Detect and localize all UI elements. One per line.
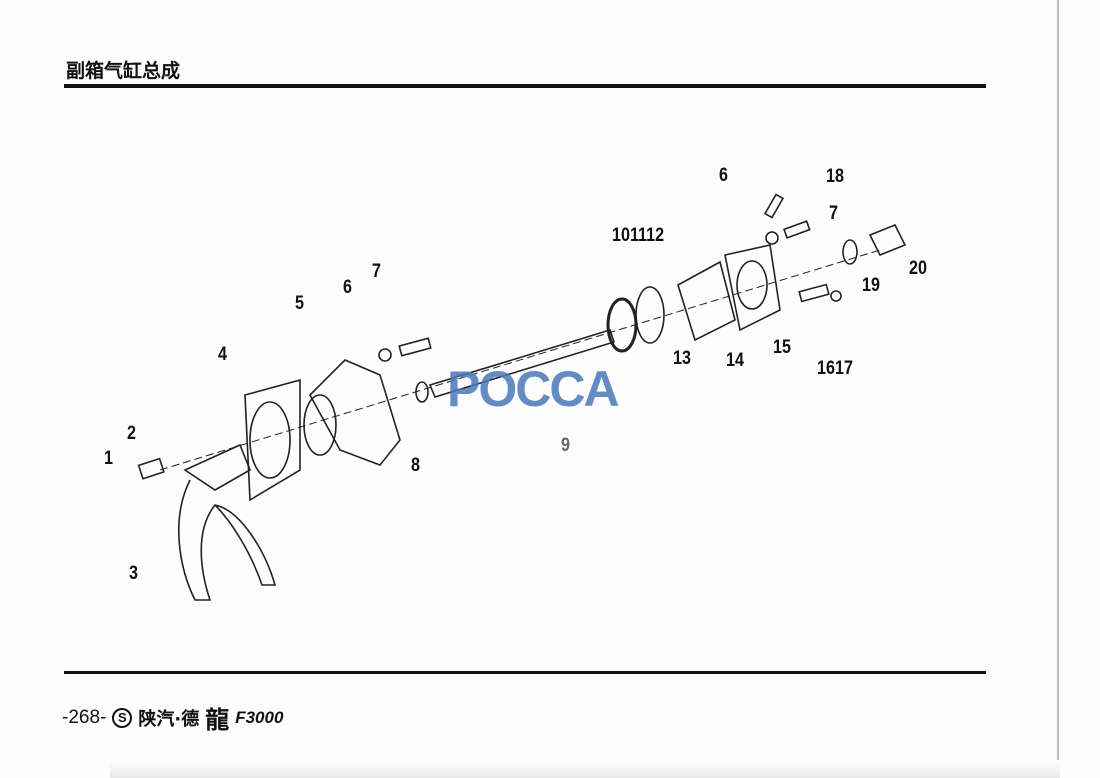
callout-label: 7 (829, 203, 838, 224)
page-edge (1057, 0, 1059, 778)
part-7-bolt (398, 337, 432, 357)
part-9-piston-rod (428, 329, 616, 398)
footer-divider (64, 671, 986, 674)
part-3-shift-fork (178, 443, 277, 601)
part-13-14-gasket-plate (677, 260, 736, 342)
model-name: F3000 (235, 707, 284, 727)
part-15-cover (724, 244, 781, 332)
part-6-washer-upper (765, 231, 779, 245)
callout-label: 6 (343, 277, 352, 298)
assembly-axis-line (159, 249, 881, 471)
callout-label: 19 (862, 275, 880, 296)
part-7-bolt-upper (782, 220, 811, 239)
callout-label: 18 (826, 166, 844, 187)
part-20-valve (868, 223, 907, 257)
header-divider (64, 84, 986, 88)
brand-name: 陕汽·德 (138, 708, 200, 730)
part-8-oring (415, 381, 429, 403)
callout-label: 20 (909, 258, 927, 279)
part-6-washer (378, 348, 392, 362)
part-18-fitting (763, 193, 785, 219)
page-number: -268- (62, 706, 107, 728)
part-1-bolt (137, 457, 165, 480)
callout-label: 9 (561, 435, 570, 456)
callout-label: 6 (719, 165, 728, 186)
callout-label: 15 (773, 337, 791, 358)
callout-label: 7 (372, 261, 381, 282)
callout-label: 4 (218, 344, 227, 365)
callout-label: 2 (127, 423, 136, 444)
footer: -268- S 陕汽·德 龍 F3000 (62, 700, 283, 735)
scan-artifact (110, 760, 1060, 778)
part-11-oring (635, 286, 665, 344)
callout-label: 5 (295, 293, 304, 314)
part-5-cylinder-housing (303, 359, 401, 466)
part-10-piston (606, 297, 638, 353)
callout-label: 1617 (817, 358, 853, 379)
part-16-fitting (798, 283, 830, 303)
callout-label: 8 (411, 455, 420, 476)
callout-label: 1 (104, 448, 113, 469)
callout-label: 3 (129, 563, 138, 584)
brand-script: 龍 (205, 705, 230, 734)
part-4-gasket (244, 378, 301, 502)
callout-label: 13 (673, 348, 691, 369)
callout-label: 14 (726, 350, 744, 371)
part-17-plug (830, 290, 842, 302)
part-19-oring (842, 239, 858, 265)
page-title: 副箱气缸总成 (66, 60, 181, 82)
shaanxi-logo-icon: S (112, 707, 133, 728)
watermark-logo: POCCA (447, 361, 620, 417)
callout-label: 101112 (612, 225, 665, 246)
